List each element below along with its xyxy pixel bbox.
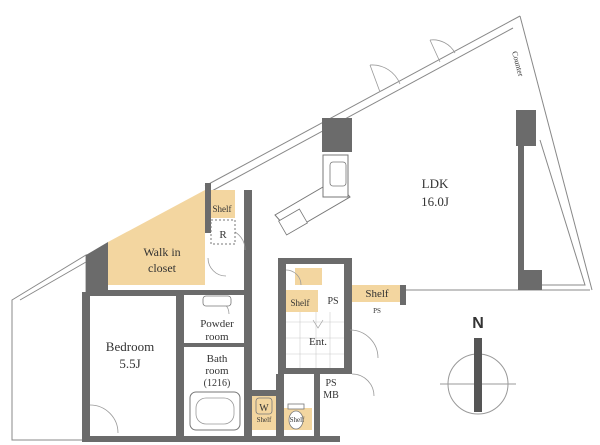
bath-label-1: Bath (207, 353, 228, 365)
compass: N (440, 315, 516, 415)
walls (82, 110, 542, 442)
ps-mb-label-2: MB (323, 390, 339, 401)
refrigerator-label: R (219, 229, 227, 241)
shelves (108, 190, 400, 430)
powder-label-1: Powder (200, 318, 234, 330)
ldk-size: 16.0J (421, 194, 449, 209)
ps-entrance-label: PS (327, 296, 338, 307)
outer-outline (11, 15, 593, 441)
counter-label: Counter (510, 50, 525, 78)
walkin-label-2: closet (148, 261, 177, 275)
washer-label-1: W (259, 403, 269, 414)
shelf-toilet-label: Shelf (290, 416, 305, 424)
north-arrow-icon (474, 338, 482, 412)
kitchen-counter (274, 154, 351, 236)
bedroom-size: 5.5J (119, 356, 140, 371)
refrigerator-space (210, 219, 236, 245)
washer-label-2: Shelf (257, 416, 272, 424)
ldk-label: LDK (422, 176, 449, 191)
shelf-hall-label: Shelf (365, 288, 389, 300)
north-label: N (472, 315, 484, 332)
bath-label-3: (1216) (204, 378, 231, 389)
ps-small-label: PS (373, 307, 381, 315)
walkin-label-1: Walk in (143, 245, 180, 259)
shelf-entrance-label: Shelf (291, 298, 310, 308)
entrance-tiles (286, 312, 344, 368)
powder-label-2: room (205, 331, 229, 343)
bedroom-label: Bedroom (106, 339, 154, 354)
bath-label-2: room (205, 365, 229, 377)
ps-mb-label-1: PS (325, 378, 336, 389)
bath-fixtures (189, 295, 305, 431)
door-swings (89, 39, 456, 434)
shelf-upper-label: Shelf (213, 204, 232, 214)
entrance-label: Ent. (309, 336, 327, 348)
